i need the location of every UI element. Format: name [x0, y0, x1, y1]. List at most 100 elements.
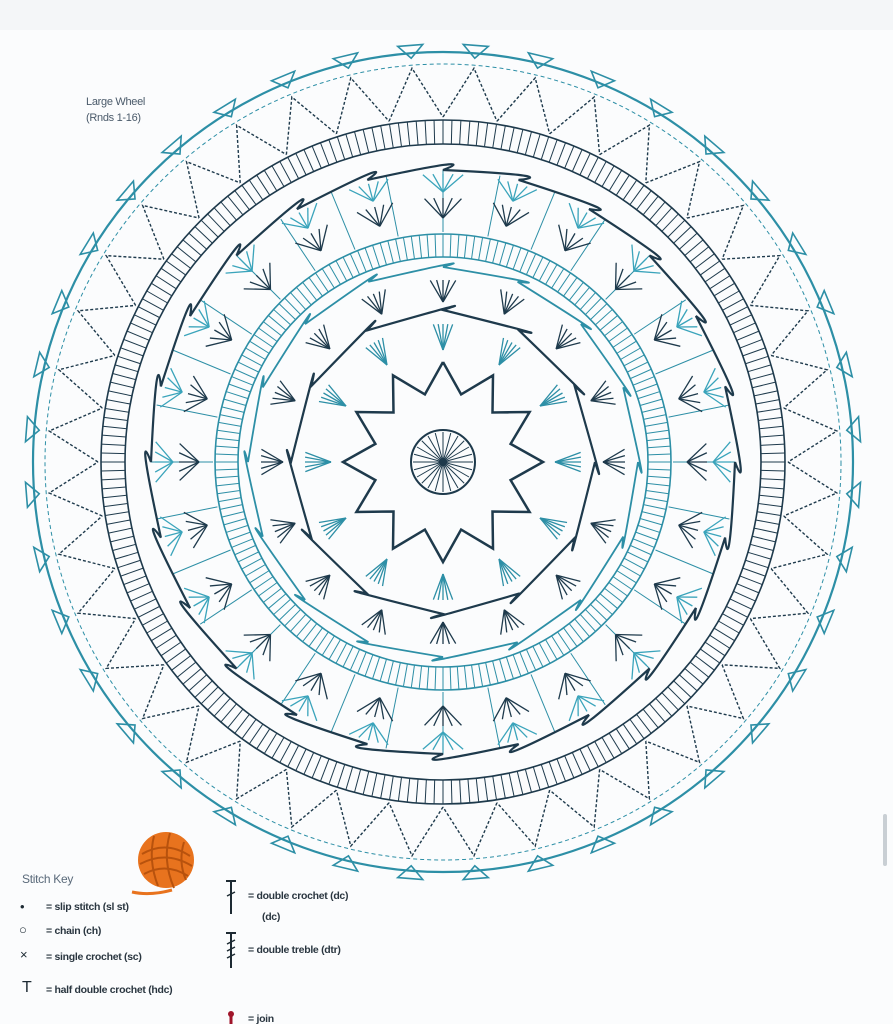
chain-spoke — [330, 674, 356, 732]
dc-band-tick — [585, 609, 602, 627]
fan-stitch — [676, 596, 688, 615]
chain-lattice — [47, 407, 103, 463]
fan-stitch — [505, 211, 530, 227]
dtr-band-tick — [207, 213, 225, 232]
dtr-band-tick — [319, 758, 330, 782]
dtr-band-tick — [123, 338, 147, 349]
dc-band-tick — [410, 664, 415, 688]
dtr-band-tick — [101, 478, 126, 481]
dc-band-tick — [372, 245, 381, 268]
dc-band-tick — [643, 414, 667, 420]
dtr-band-tick — [450, 120, 453, 145]
dtr-band-tick — [760, 478, 785, 481]
dc-band-tick — [623, 354, 645, 367]
dc-band-tick — [237, 551, 259, 563]
chain-spoke — [655, 549, 713, 575]
dtr-band-tick — [105, 511, 129, 516]
dc-band-tick — [538, 642, 551, 664]
dc-band-tick — [632, 376, 655, 386]
dtr-band-tick — [176, 246, 197, 263]
chain-spoke — [199, 299, 253, 335]
fan-stitch — [320, 517, 347, 528]
fan-stitch — [424, 198, 444, 219]
dc-band-tick — [478, 663, 484, 687]
dtr-band-tick — [704, 641, 726, 657]
fan-stitch — [512, 189, 538, 202]
fan-stitch — [429, 621, 444, 644]
fan-stitch — [214, 329, 233, 341]
dtr-band-tick — [130, 322, 153, 334]
dtr-band-tick — [629, 185, 645, 206]
fan-stitch — [183, 398, 208, 413]
dtr-band-tick — [556, 758, 567, 782]
fan-stitch — [442, 280, 457, 303]
fan-stitch — [633, 257, 648, 272]
fan-stitch — [305, 341, 331, 350]
fan-stitch — [590, 519, 616, 524]
dtr-band-tick — [459, 779, 462, 804]
dc-band-tick — [512, 247, 522, 270]
dtr-band-tick — [102, 494, 127, 499]
dtr-band-tick — [171, 253, 192, 269]
dc-band-tick — [221, 511, 245, 518]
dc-band-tick — [608, 327, 628, 342]
chain-lattice — [104, 618, 164, 670]
chain-lattice — [496, 789, 551, 848]
fan-stitch — [498, 344, 517, 366]
fan-stitch — [205, 339, 232, 347]
fan-stitch — [555, 574, 577, 587]
picot — [50, 288, 70, 316]
dc-band-tick — [223, 518, 247, 526]
fan-stitch — [238, 257, 253, 272]
fan-stitch — [577, 212, 588, 229]
dc-band-tick — [585, 297, 602, 315]
chain-spoke — [156, 506, 218, 520]
picot — [331, 51, 360, 70]
fan-stitch — [505, 209, 521, 227]
dc-band-tick — [557, 272, 571, 293]
picot — [835, 350, 854, 379]
center-ring — [410, 429, 476, 495]
dc-band-tick — [639, 398, 663, 406]
dc-band-tick — [263, 321, 282, 337]
dtr-band-tick — [492, 124, 497, 148]
dtr-band-tick — [459, 120, 462, 145]
dc-band-tick — [551, 635, 565, 656]
fan-stitch — [590, 386, 610, 402]
fan-stitch — [325, 517, 347, 536]
center-spoke — [442, 461, 470, 478]
picot — [816, 288, 836, 316]
dtr-band-tick — [319, 142, 330, 166]
dtr-band-tick — [295, 748, 307, 771]
fan-stitch — [223, 583, 233, 610]
fan-stitch — [676, 326, 703, 337]
dtr-band-tick — [336, 136, 346, 160]
fan-stitch — [323, 517, 347, 532]
scallop-round — [243, 262, 643, 662]
chain-spoke — [280, 218, 316, 272]
dtr-band-tick — [601, 737, 615, 759]
fan-stitch — [238, 652, 253, 667]
fan-stitch — [577, 217, 596, 229]
dc-band-tick — [228, 531, 251, 541]
picot — [32, 350, 51, 379]
dc-band-tick — [499, 658, 507, 682]
fan-stitch — [498, 342, 513, 366]
dtr-band-tick — [362, 129, 370, 153]
fan-stitch — [558, 224, 566, 251]
fan-stitch — [272, 397, 296, 402]
dtr-band-tick — [108, 390, 133, 397]
fan-stitch — [373, 342, 388, 366]
center-spoke — [442, 440, 465, 463]
center-spoke — [442, 432, 452, 463]
fan-stitch — [568, 695, 579, 722]
dc-band-tick — [308, 627, 323, 647]
dtr-band-tick — [615, 174, 630, 196]
fan-stitch — [245, 251, 253, 272]
fan-stitch — [564, 672, 584, 687]
t-stitch-icon: T — [22, 979, 32, 996]
dc-band-tick — [608, 582, 628, 597]
scroll-indicator[interactable] — [883, 814, 887, 866]
fan-stitch — [555, 341, 581, 350]
